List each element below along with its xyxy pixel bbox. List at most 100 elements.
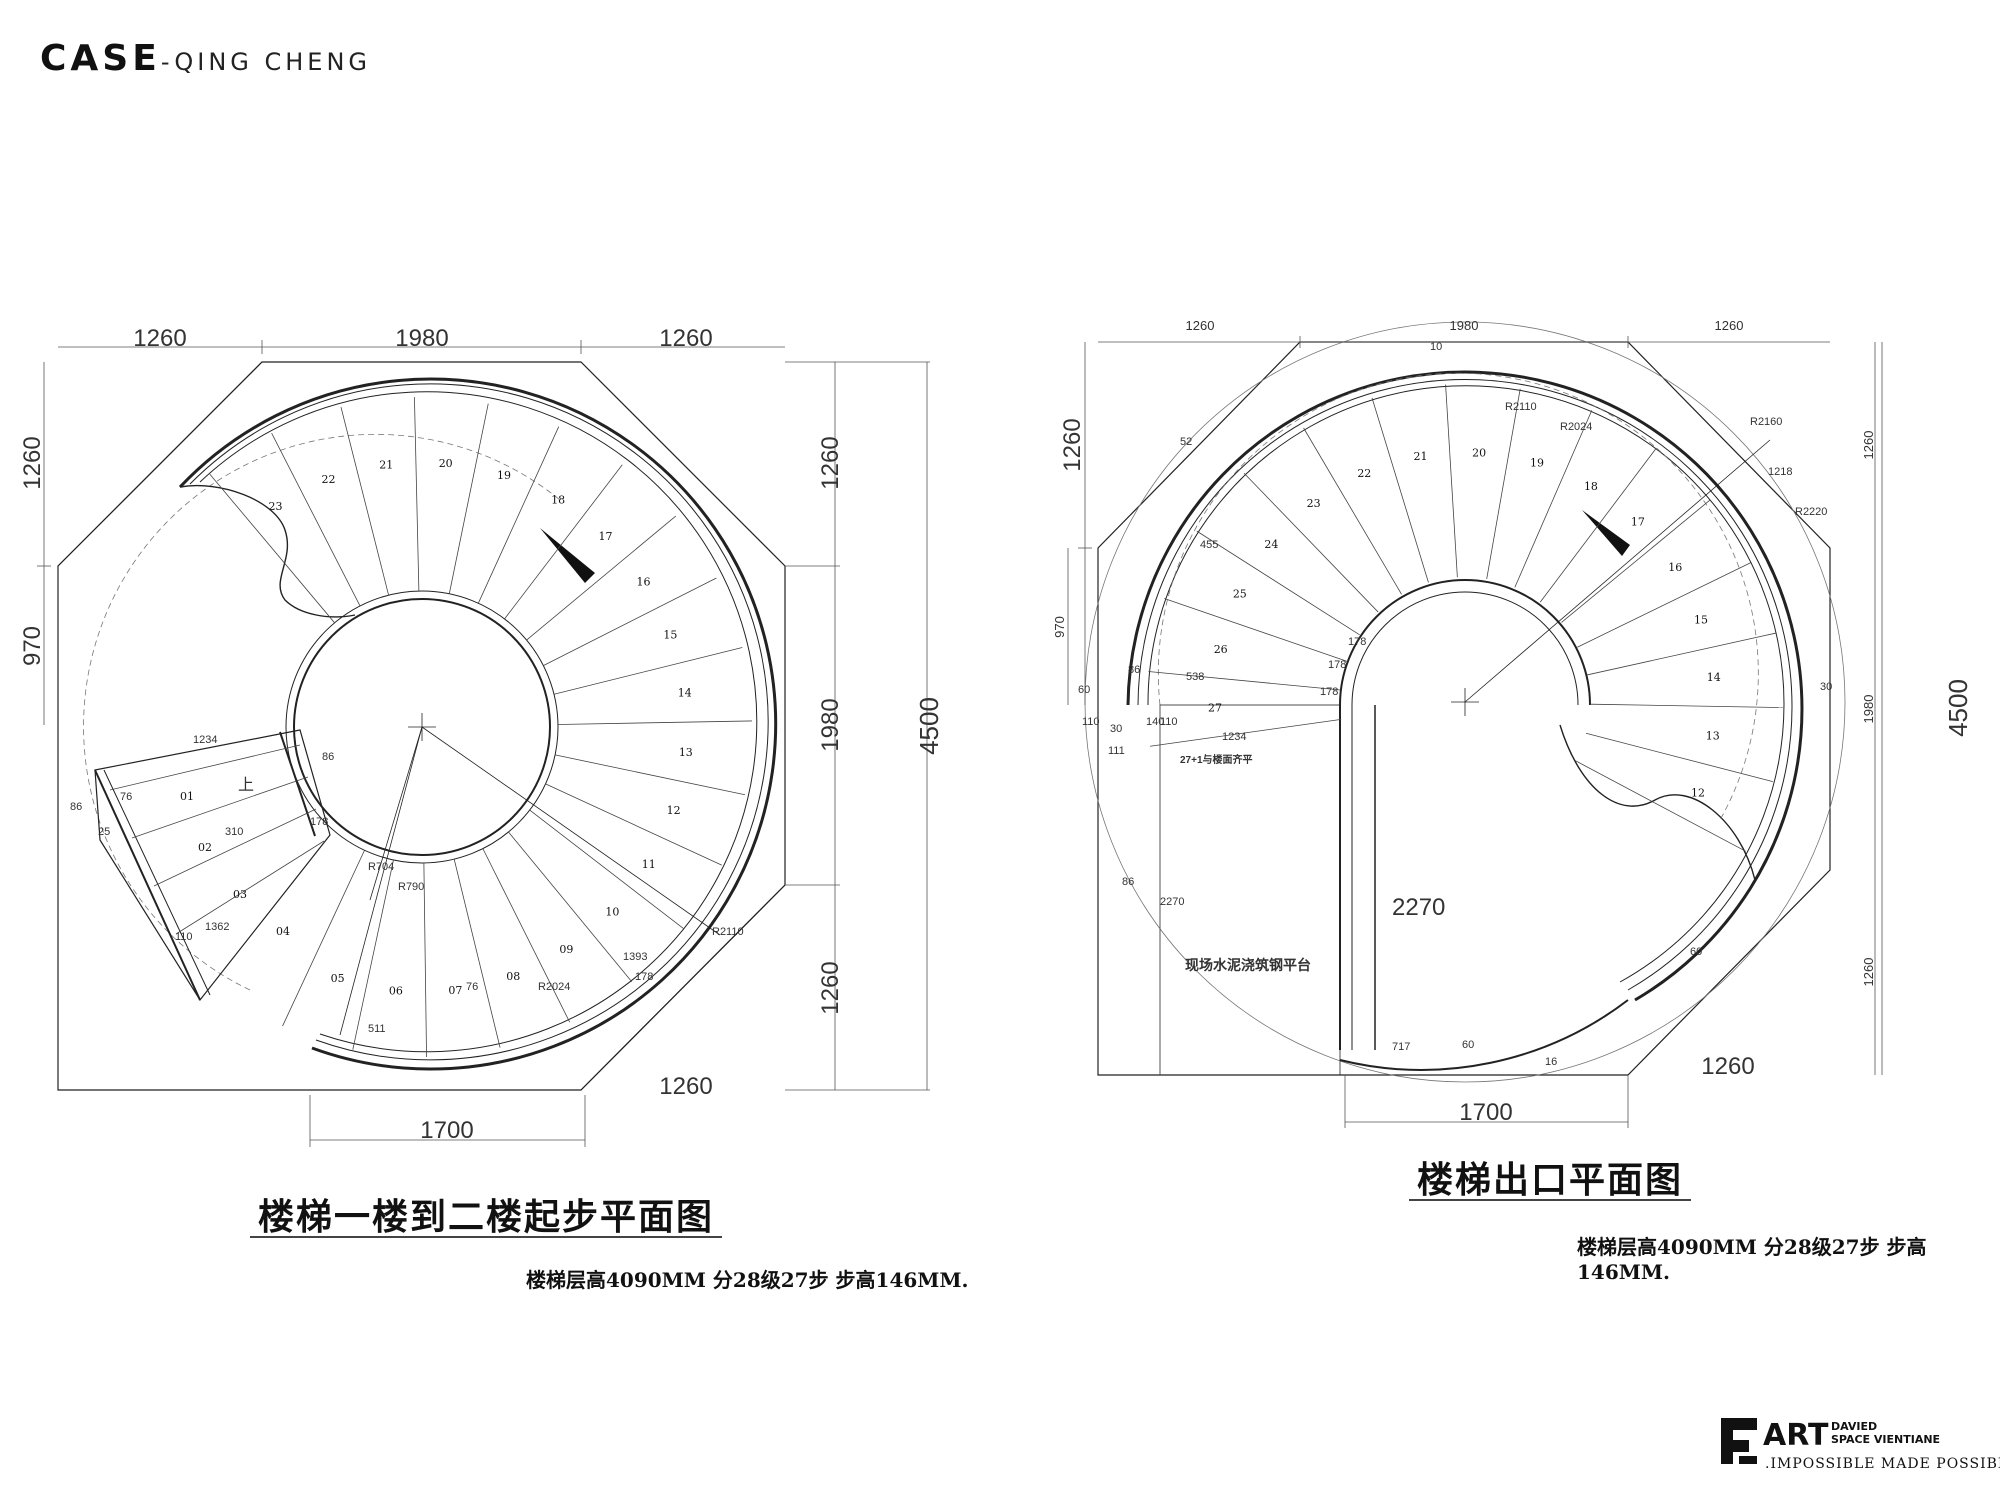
right-label: 178 (1328, 659, 1346, 671)
right-right-dim-1: 1260 (1861, 431, 1876, 460)
step-number: 09 (559, 943, 573, 956)
left-bottom-dim-1: 1700 (420, 1117, 473, 1144)
left-right-dim-2: 1980 (817, 698, 844, 751)
left-dimension-lines (37, 340, 930, 1147)
right-small-labels: R2110 R2024 R2160 R2220 1218 455 538 60 … (1078, 341, 1832, 1068)
step-number: 22 (1357, 467, 1371, 480)
tread-line (543, 577, 717, 666)
tread-line (482, 848, 571, 1023)
tread-line (1371, 397, 1429, 583)
step-number: 19 (497, 469, 511, 482)
left-small-labels: 1234 86 76 25 86 110 1362 310 178 R704 R… (70, 734, 744, 1035)
left-label-up: 上 (238, 776, 254, 794)
step-number: 01 (180, 790, 194, 803)
tread-line (1148, 671, 1341, 691)
tread-line (555, 754, 746, 796)
brand-logo: ART DAVIED SPACE VIENTIANE .IMPOSSIBLE M… (1719, 1416, 2000, 1478)
right-label: 60 (1078, 684, 1090, 696)
right-label: R2110 (1505, 401, 1537, 413)
header-case: CASE (40, 38, 161, 79)
step-number: 20 (1472, 446, 1486, 459)
tread-line (1539, 447, 1657, 603)
step-number: 10 (605, 905, 619, 918)
right-label: 86 (1122, 876, 1134, 888)
right-label: 178 (1320, 686, 1338, 698)
right-label: 1234 (1222, 731, 1246, 743)
step-number: 19 (1530, 457, 1544, 470)
right-note-flush: 27+1与楼面齐平 (1180, 753, 1253, 766)
tread-line (352, 859, 394, 1050)
tread-line (545, 783, 722, 866)
right-label: 86 (1128, 664, 1140, 676)
logo-mark-icon (1721, 1418, 1757, 1464)
right-note-platform: 现场水泥浇筑钢平台 (1185, 957, 1311, 973)
right-label-2270: 2270 (1392, 894, 1445, 921)
logo-tagline: .IMPOSSIBLE MADE POSSIBLE. (1765, 1456, 2000, 1472)
step-number: 26 (1214, 643, 1228, 656)
right-dimension-text: 1260 1980 1260 1260 970 1260 1980 1260 4… (1052, 318, 1973, 1126)
header-project: -QING CHENG (160, 48, 372, 76)
right-top-dim-2: 1980 (1450, 318, 1479, 333)
right-label: 30 (1820, 681, 1832, 693)
right-label: 538 (1186, 671, 1204, 683)
right-right-dim-2: 1980 (1861, 695, 1876, 724)
step-number: 18 (551, 494, 565, 507)
right-label: 16 (1545, 1056, 1557, 1068)
left-plan (37, 340, 930, 1147)
logo-line2: SPACE VIENTIANE (1831, 1433, 1941, 1446)
tread-line (1196, 530, 1360, 636)
step-number: 18 (1584, 480, 1598, 493)
step-number: 08 (506, 970, 520, 983)
left-label: R790 (398, 881, 424, 893)
left-caption-underline (250, 1236, 723, 1238)
step-number: 23 (269, 500, 283, 513)
tread-line (1575, 760, 1746, 852)
right-label: 110 (1082, 716, 1100, 728)
step-number: 27 (1208, 701, 1222, 714)
right-overall-dim: 4500 (1943, 679, 1973, 737)
right-plan-boundary (1097, 341, 1831, 1076)
step-number: 15 (1694, 614, 1708, 627)
right-label: 455 (1200, 539, 1218, 551)
right-caption-underline (1409, 1199, 1692, 1201)
tread-line (1585, 732, 1773, 783)
left-direction-arrow (540, 528, 595, 583)
right-label: 60 (1690, 946, 1702, 958)
right-plan-caption-text: 楼梯出口平面图 (1417, 1159, 1684, 1201)
step-number: 22 (322, 473, 336, 486)
tread-line (414, 397, 420, 592)
left-label: 1234 (193, 734, 217, 746)
left-label: 1393 (623, 951, 647, 963)
right-label: 140 (1146, 716, 1164, 728)
left-inner-well (293, 598, 551, 856)
right-direction-arrow (1582, 510, 1630, 556)
left-label: 178 (310, 816, 328, 828)
left-treads (109, 397, 752, 1057)
step-number: 06 (389, 985, 403, 998)
right-label: 2270 (1160, 896, 1184, 908)
page-header: CASE-QING CHENG (40, 38, 371, 79)
tread-line (423, 862, 427, 1057)
step-number: 13 (1706, 730, 1720, 743)
step-number: 20 (439, 457, 453, 470)
right-bottom-dim-1: 1700 (1459, 1099, 1512, 1126)
left-top-dim-1: 1260 (133, 325, 186, 352)
tread-line (153, 808, 317, 887)
left-left-dim-1: 1260 (19, 436, 46, 489)
tread-line (453, 859, 501, 1048)
tread-line (477, 426, 560, 604)
tread-line (1164, 598, 1347, 662)
tread-line (526, 515, 677, 641)
step-number: 12 (1691, 787, 1705, 800)
right-left-dim-2: 970 (1052, 616, 1067, 638)
step-number: 03 (233, 888, 247, 901)
tread-line (131, 776, 309, 839)
step-number: 14 (678, 686, 692, 699)
step-number: 14 (1707, 671, 1721, 684)
right-treads (1148, 384, 1783, 852)
right-label: 52 (1180, 436, 1192, 448)
step-number: 07 (448, 984, 462, 997)
tread-line (340, 406, 390, 596)
